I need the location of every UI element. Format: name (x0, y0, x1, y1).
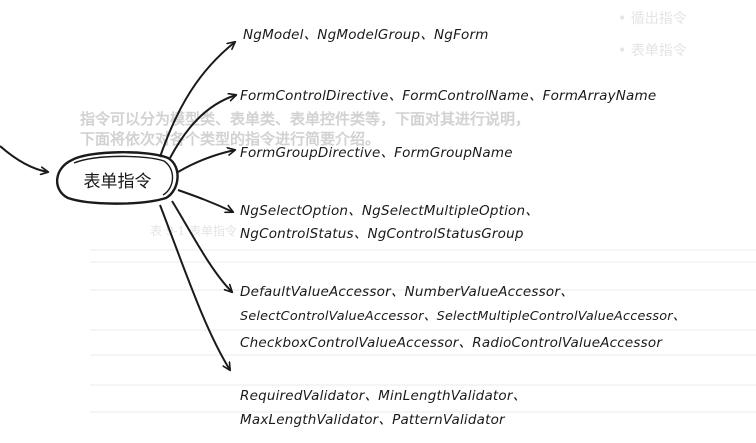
branch-4-line-2: NgControlStatus、NgControlStatusGroup (240, 226, 524, 242)
branch-arrow-3 (177, 150, 235, 173)
incoming-arrow (0, 145, 48, 172)
branch-arrow-4 (177, 189, 233, 212)
center-bubble-stroke-2 (73, 155, 174, 196)
branch-arrow-2 (169, 95, 236, 159)
branch-5-line-1: DefaultValueAccessor、NumberValueAccessor… (240, 284, 574, 300)
bg-top-item-2: • 表单指令 (618, 43, 687, 59)
branch-arrow-1 (159, 42, 235, 158)
branch-5-line-2: SelectControlValueAccessor、SelectMultipl… (240, 309, 686, 324)
branch-4-line-1: NgSelectOption、NgSelectMultipleOption、 (240, 203, 539, 219)
branch-1-line-1: NgModel、NgModelGroup、NgForm (243, 27, 489, 43)
branch-arrow-5 (171, 200, 232, 292)
center-label: 表单指令 (83, 172, 152, 192)
branch-arrow-6 (159, 204, 230, 370)
branch-6-line-2: MaxLengthValidator、PatternValidator (240, 412, 505, 428)
branch-3-line-1: FormGroupDirective、FormGroupName (240, 145, 513, 161)
center-bubble (56, 151, 179, 205)
bg-paragraph-line-2: 下面将依次对各个类型的指令进行简要介绍。 (80, 130, 381, 148)
branch-5-line-3: CheckboxControlValueAccessor、RadioContro… (240, 335, 663, 351)
bg-top-item-1: • 循出指令 (618, 11, 687, 27)
branch-2-line-1: FormControlDirective、FormControlName、For… (240, 88, 657, 104)
branch-6-line-1: RequiredValidator、MinLengthValidator、 (240, 388, 527, 404)
